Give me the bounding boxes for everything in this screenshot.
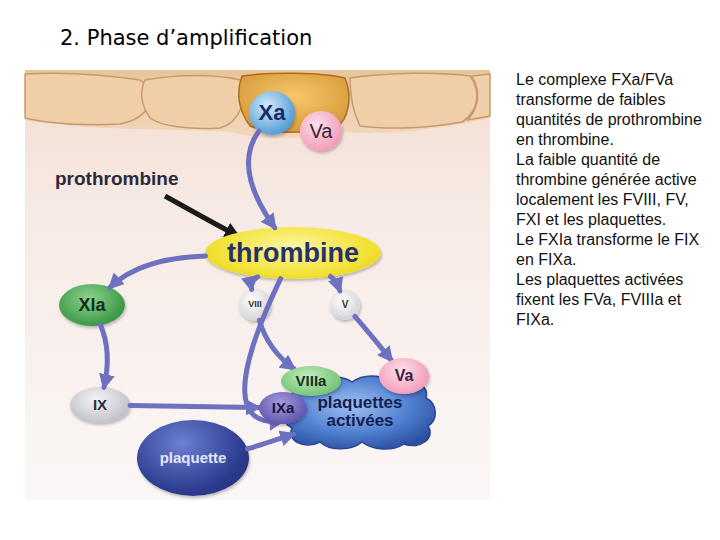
factor-node: Xa: [249, 91, 295, 135]
activation-arrow: [247, 434, 293, 449]
activation-arrow: [101, 325, 108, 387]
factor-node: IXa: [259, 392, 307, 424]
factor-node: IX: [70, 387, 130, 423]
activation-arrow: [355, 316, 392, 360]
tissue-background: [25, 70, 490, 500]
factor-node: plaquette: [137, 420, 249, 496]
note-paragraph: Le FXIa transforme le FIX en FIXa.: [516, 230, 702, 270]
activation-arrow: [110, 256, 206, 288]
factor-node: Va: [379, 358, 429, 394]
activation-arrow: [259, 320, 294, 368]
activation-arrow: [130, 406, 259, 408]
factor-label: VIIIa: [296, 373, 327, 389]
factor-label: plaquette: [160, 450, 227, 466]
factor-label: plaquettes activées: [308, 394, 412, 430]
factor-label: thrombine: [227, 239, 359, 267]
factor-node: XIa: [59, 284, 125, 326]
factor-node: VIII: [239, 289, 271, 321]
factor-label: Va: [395, 368, 414, 385]
factor-label: IX: [93, 397, 107, 413]
explanation-text: Le complexe FXa/FVa transforme de faible…: [516, 70, 702, 330]
cell-outline: [350, 73, 477, 128]
factor-label: XIa: [78, 296, 105, 315]
factor-label: Va: [310, 121, 333, 142]
factor-node: V: [330, 290, 360, 320]
activation-arrow: [251, 277, 257, 290]
note-paragraph: Le complexe FXa/FVa transforme de faible…: [516, 70, 702, 150]
factor-label: IXa: [272, 400, 295, 416]
cell-outline: [468, 74, 490, 120]
factor-label: V: [342, 300, 349, 311]
substrate-label: prothrombine: [55, 168, 179, 190]
slide-title: 2. Phase d’amplification: [60, 26, 312, 50]
factor-label: VIII: [248, 300, 262, 309]
factor-node: Va: [300, 111, 342, 151]
note-paragraph: La faible quantité de thrombine générée …: [516, 150, 702, 230]
cell-outline: [25, 73, 150, 125]
endothelium-band: [25, 70, 490, 138]
activation-arrow: [331, 277, 340, 291]
factor-node: thrombine: [205, 227, 381, 279]
activation-arrow: [249, 131, 275, 228]
cell-outline: [142, 76, 243, 129]
factor-label: Xa: [259, 101, 286, 124]
conversion-arrow: [165, 196, 238, 236]
note-paragraph: Les plaquettes activées fixent les FVa, …: [516, 270, 702, 330]
factor-node: VIIIa: [281, 366, 341, 396]
